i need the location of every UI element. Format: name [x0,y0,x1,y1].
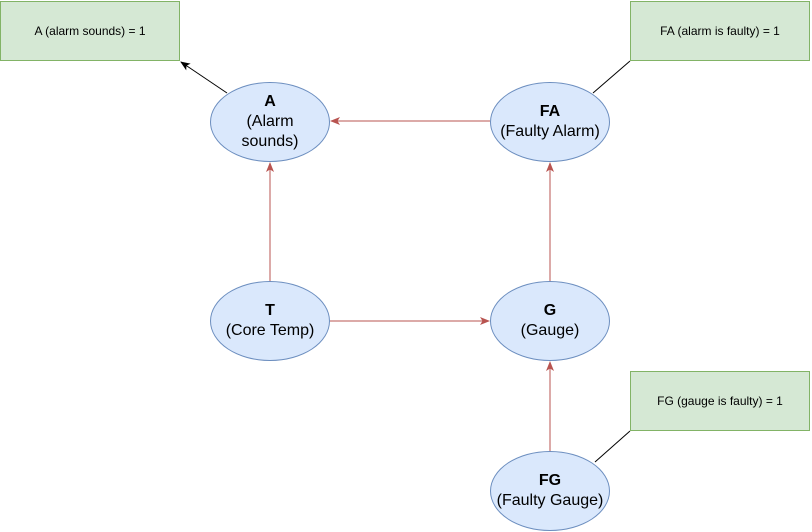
node-abbr: A [264,93,276,110]
evidence-note-text: FA (alarm is faulty) = 1 [660,24,780,38]
node-label-line-1: (Faulty Alarm) [500,123,600,140]
node-label-line-2: sounds) [241,133,299,150]
node-abbr: T [265,302,275,319]
node-gauge: G (Gauge) [490,281,610,361]
node-label-line-1: (Alarm [246,113,294,130]
node-faulty-gauge: FG (Faulty Gauge) [490,451,610,531]
node-label-line-1: (Gauge) [520,322,580,339]
evidence-note-alarm-sounds: A (alarm sounds) = 1 [0,1,180,61]
evidence-note-alarm-faulty: FA (alarm is faulty) = 1 [630,1,810,61]
node-core-temp: T (Core Temp) [210,281,330,361]
evidence-note-gauge-faulty: FG (gauge is faulty) = 1 [630,371,810,431]
node-faulty-alarm: FA (Faulty Alarm) [490,82,610,162]
node-abbr: FA [539,103,561,120]
node-label-line-1: (Core Temp) [225,322,315,339]
node-abbr: FG [538,472,562,489]
node-label-line-1: (Faulty Gauge) [496,492,604,509]
evidence-note-text: FG (gauge is faulty) = 1 [657,394,783,408]
node-alarm-sounds: A (Alarm sounds) [210,82,330,162]
connector-fg-note [594,430,631,463]
connector-fa-note [592,60,631,94]
evidence-note-text: A (alarm sounds) = 1 [34,24,146,38]
node-abbr: G [543,302,557,319]
evidence-edge-a [180,61,228,94]
